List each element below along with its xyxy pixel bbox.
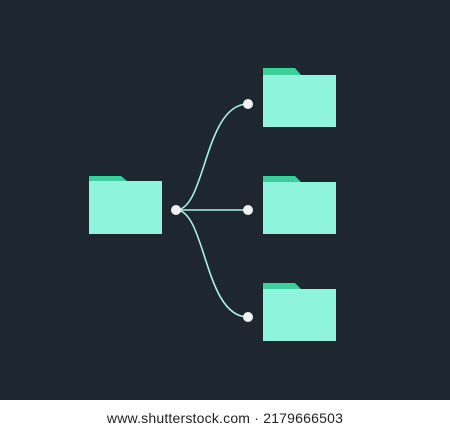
- connector-bottom: [175, 209, 249, 318]
- root-folder-icon: [89, 176, 162, 234]
- root-node: [171, 205, 181, 215]
- child-folder-icon-1: [263, 68, 336, 127]
- child-node-2: [243, 205, 253, 215]
- child-folder-icon-2: [263, 176, 336, 234]
- child-folder-icon-3: [263, 283, 336, 341]
- diagram-background: [0, 0, 450, 400]
- watermark-footer: [0, 400, 450, 430]
- child-node-1: [243, 99, 253, 109]
- watermark-url: www.shutterstock.com · 2179666503: [106, 410, 344, 426]
- child-node-3: [243, 312, 253, 322]
- connector-top: [175, 103, 249, 211]
